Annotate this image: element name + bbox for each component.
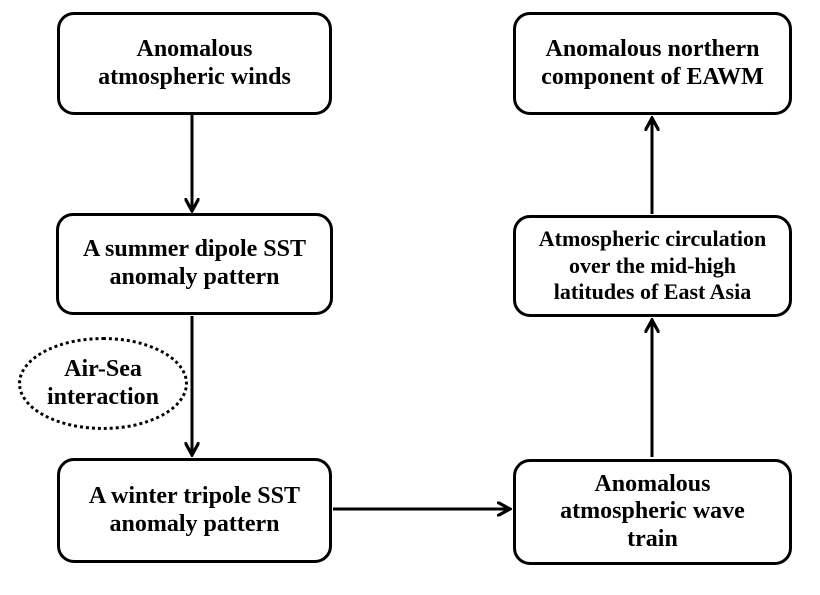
- node-winter-tripole-sst: A winter tripole SST anomaly pattern: [57, 458, 332, 563]
- node-label: Anomalous atmospheric wave train: [560, 470, 745, 552]
- node-label: A winter tripole SST anomaly pattern: [89, 482, 300, 537]
- node-summer-dipole-sst: A summer dipole SST anomaly pattern: [56, 213, 333, 315]
- node-anomalous-atmospheric-winds: Anomalous atmospheric winds: [57, 12, 332, 115]
- node-label: Atmospheric circulation over the mid-hig…: [538, 226, 767, 305]
- node-label: Anomalous northern component of EAWM: [541, 35, 764, 90]
- node-atmospheric-circulation: Atmospheric circulation over the mid-hig…: [513, 215, 792, 317]
- node-air-sea-interaction: Air-Sea interaction: [18, 337, 188, 430]
- node-anomalous-wave-train: Anomalous atmospheric wave train: [513, 459, 792, 565]
- node-label: Anomalous atmospheric winds: [98, 35, 291, 90]
- node-label: A summer dipole SST anomaly pattern: [83, 236, 306, 290]
- node-anomalous-northern-eawm: Anomalous northern component of EAWM: [513, 12, 792, 115]
- node-label: Air-Sea interaction: [47, 355, 159, 410]
